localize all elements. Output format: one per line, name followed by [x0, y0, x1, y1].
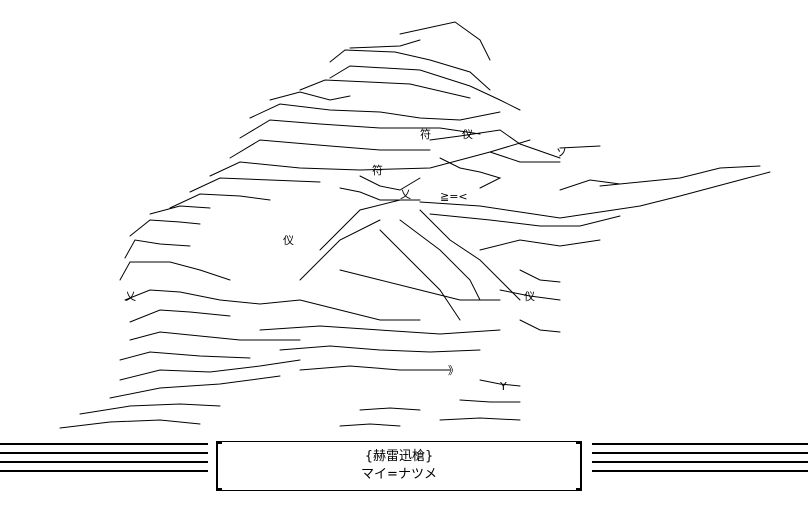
ascii-art-figure: 符 仪 符 乂 ≧=< 仪 乂 仪 》 Y ソ: [59, 21, 771, 429]
left-decor-lines: [0, 443, 208, 477]
caption-left-bracket: [216, 442, 222, 490]
art-char-10: Y: [499, 380, 507, 393]
art-char-6: 仪: [283, 234, 294, 247]
caption-right-bracket: [576, 442, 582, 490]
right-decor-lines: [592, 443, 808, 477]
caption-subtitle: マイ=ナツメ: [361, 467, 437, 482]
art-char-2: 仪: [462, 128, 473, 141]
art-char-11: ソ: [556, 146, 567, 159]
art-char-4: 乂: [400, 188, 411, 201]
art-char-3: 符: [372, 164, 383, 177]
art-char-5: ≧=<: [440, 190, 468, 203]
art-char-7: 乂: [125, 290, 136, 303]
caption-title: {赫雷迅槍}: [364, 449, 434, 464]
art-char-1: 符: [420, 128, 431, 141]
caption-box: {赫雷迅槍} マイ=ナツメ: [216, 441, 582, 491]
art-char-8: 仪: [524, 290, 535, 303]
art-char-9: 》: [448, 364, 459, 377]
